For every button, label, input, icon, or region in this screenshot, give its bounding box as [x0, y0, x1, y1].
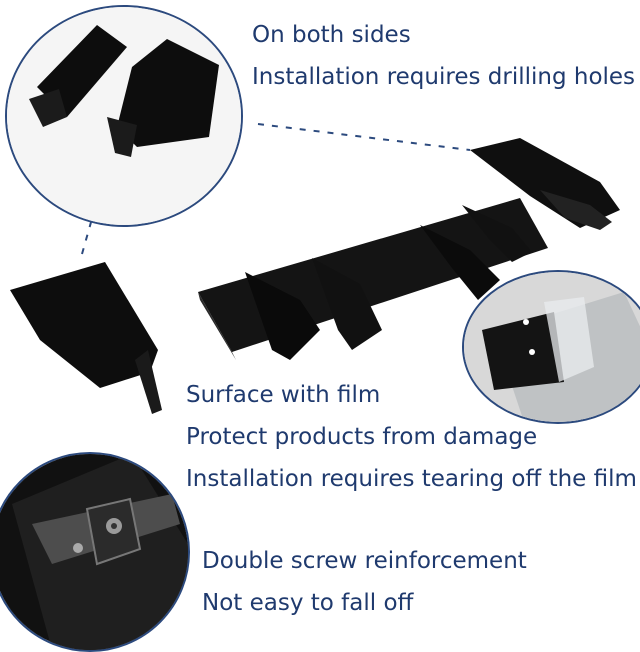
caption-tearing-film: Installation requires tearing off the fi… — [186, 466, 637, 492]
caption-both-sides: On both sides — [252, 22, 411, 48]
diffuser-main-image — [10, 123, 620, 414]
caption-not-fall-off: Not easy to fall off — [202, 590, 414, 616]
caption-surface-film: Surface with film — [186, 382, 381, 408]
caption-double-screw: Double screw reinforcement — [202, 548, 527, 574]
caption-drilling-holes: Installation requires drilling holes — [252, 64, 636, 90]
screw-detail-circle — [0, 452, 190, 652]
caption-protect-products: Protect products from damage — [186, 424, 538, 450]
side-plates-detail-circle — [5, 5, 243, 227]
film-detail-circle — [462, 270, 640, 424]
